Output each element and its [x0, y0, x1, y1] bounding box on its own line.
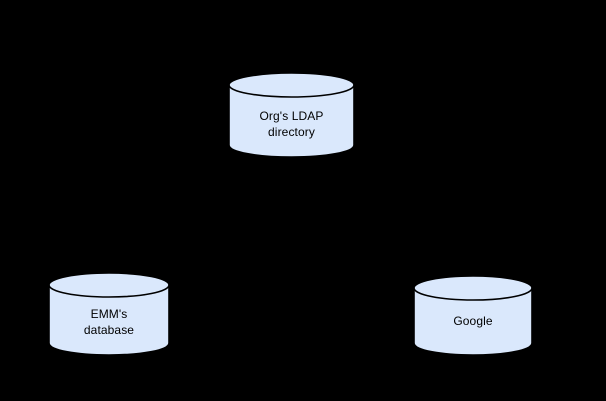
node-emms-database[interactable]: EMM's database: [48, 272, 170, 356]
cylinder-shape-icon: [48, 272, 170, 356]
cylinder-shape-icon: [413, 275, 533, 356]
node-orgs-ldap-directory[interactable]: Org's LDAP directory: [228, 72, 355, 158]
node-google[interactable]: Google: [413, 275, 533, 356]
cylinder-shape-icon: [228, 72, 355, 158]
